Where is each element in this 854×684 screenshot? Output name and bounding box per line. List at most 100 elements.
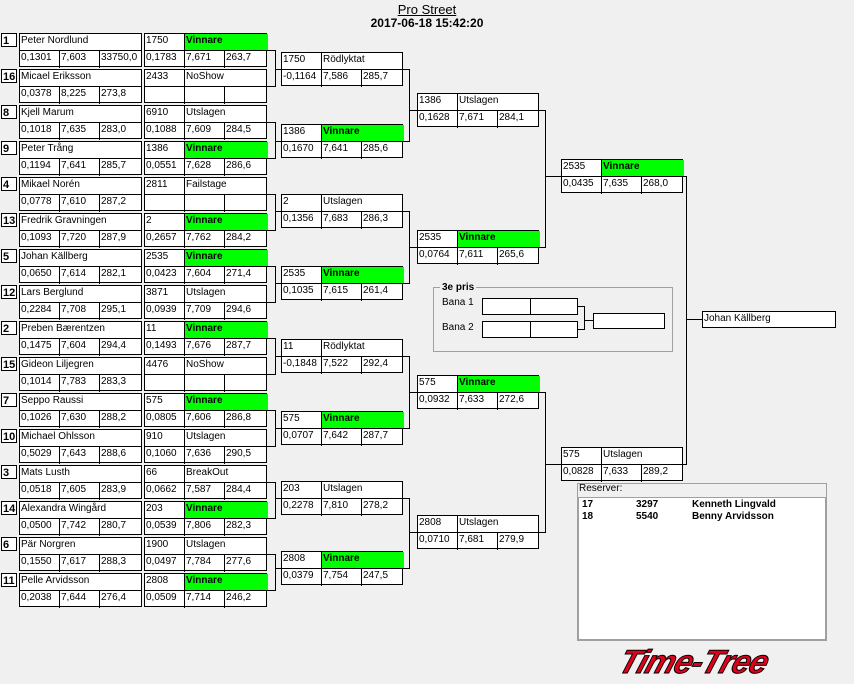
trap-speed <box>225 375 268 392</box>
reserves-label: Reserver: <box>579 483 623 494</box>
reaction-time: 0,1014 <box>20 375 60 392</box>
time-tree-logo: Time-Tree <box>614 644 775 678</box>
bracket-number: 3871 <box>145 286 185 302</box>
elapsed-time: 7,586 <box>322 70 362 87</box>
bracket-number: 2433 <box>145 70 185 86</box>
lane2-label: Bana 2 <box>442 322 474 333</box>
reaction-time: 0,1493 <box>145 339 185 356</box>
elapsed-time: 7,714 <box>185 591 225 608</box>
bracket-line <box>267 410 275 411</box>
reserve-seed: 17 <box>582 499 594 510</box>
bracket-number: 2535 <box>562 160 602 176</box>
winner-badge: Vinnare <box>602 160 684 176</box>
reaction-time: 0,0650 <box>20 267 60 284</box>
bracket-line <box>267 266 275 267</box>
bracket-number: 2535 <box>282 267 322 283</box>
reaction-time: 0,0805 <box>145 411 185 428</box>
reaction-time: 0,2657 <box>145 231 185 248</box>
bracket-number: 2535 <box>145 250 185 266</box>
reaction-time <box>145 87 185 104</box>
reserves-list[interactable]: 17 3297 Kenneth Lingvald 18 5540 Benny A… <box>578 497 826 640</box>
driver-name: Micael Eriksson <box>21 71 92 82</box>
trap-speed: 261,4 <box>363 285 389 296</box>
result-status: Failstage <box>186 179 227 190</box>
seed-number: 9 <box>1 141 17 155</box>
elapsed-time: 7,611 <box>458 248 498 265</box>
reaction-time: 0,0378 <box>20 87 60 104</box>
bracket-line <box>275 428 281 429</box>
elapsed-time <box>185 375 225 392</box>
bracket-line <box>409 69 410 142</box>
box-row: Mats Lusth <box>20 466 141 483</box>
bracket-line <box>275 356 281 357</box>
champion-name: Johan Källberg <box>704 313 771 324</box>
seed-number: 3 <box>1 465 17 479</box>
trap-speed: 290,5 <box>226 448 252 459</box>
elapsed-time: 7,642 <box>322 429 362 446</box>
result-status: Rödlyktat <box>323 341 365 352</box>
champion-box: Johan Källberg <box>702 311 836 328</box>
third-prize-title: 3e pris <box>440 282 477 293</box>
winner-badge: Vinnare <box>185 502 268 518</box>
reaction-time: 0,0707 <box>282 429 322 446</box>
bracket-number: 910 <box>145 430 185 446</box>
